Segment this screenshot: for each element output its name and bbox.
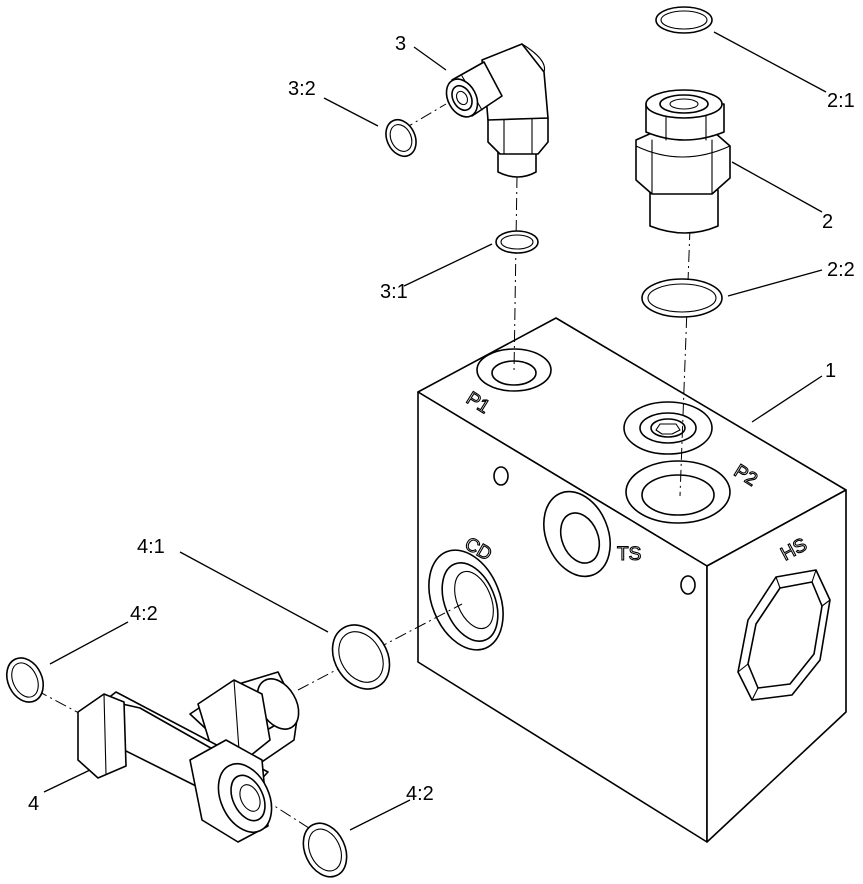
o-ring-4-2-top — [5, 657, 45, 703]
callout-4: 4 — [28, 793, 39, 815]
o-ring-3-2 — [385, 118, 417, 158]
callout-2-2: 2:2 — [827, 259, 855, 281]
callout-1: 1 — [825, 360, 836, 382]
o-ring-4-1 — [331, 624, 391, 690]
port-ts: TS — [543, 490, 642, 578]
o-ring-2-2 — [641, 278, 723, 318]
o-ring-3-1 — [495, 230, 539, 254]
port-label-ts: TS — [617, 544, 641, 565]
callout-2: 2 — [822, 211, 833, 233]
callout-4-1: 4:1 — [137, 536, 165, 558]
o-ring-2-1 — [655, 6, 713, 34]
callout-4-2-top: 4:2 — [130, 603, 158, 625]
fitting-4-tee — [77, 671, 300, 843]
callout-3-1: 3:1 — [380, 281, 408, 303]
callout-3-2: 3:2 — [288, 78, 316, 100]
mounting-hole-right — [680, 575, 696, 595]
callout-4-2-bottom: 4:2 — [406, 783, 434, 805]
port-p2: P2 — [625, 460, 761, 524]
fitting-2-straight-connector — [635, 89, 731, 234]
mounting-hole-left — [493, 466, 509, 486]
port-plug-top — [623, 401, 713, 455]
callout-2-1: 2:1 — [827, 90, 855, 112]
fitting-3-elbow — [445, 43, 549, 178]
callout-3: 3 — [395, 33, 406, 55]
port-hs: HS — [737, 534, 831, 701]
o-ring-4-2-bottom — [302, 822, 348, 878]
callout-labels: 3 3:2 3:1 2:1 2 2:2 1 4:1 4:2 4 4:2 — [28, 33, 855, 815]
leader-lines — [43, 31, 827, 831]
